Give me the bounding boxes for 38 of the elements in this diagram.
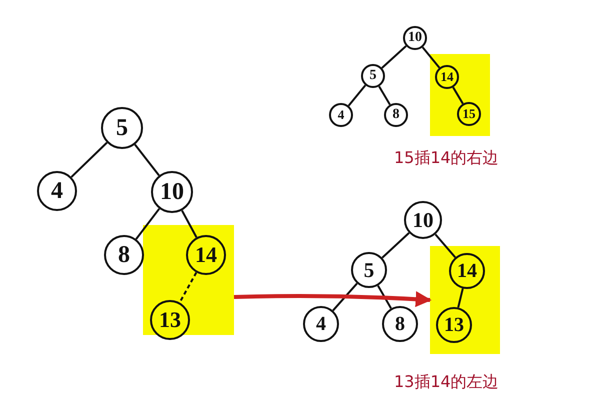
- caption-text: 15插14的右边: [394, 148, 499, 169]
- tree-node-circle: 14: [435, 65, 459, 89]
- tree-edge: [382, 232, 410, 258]
- tree-node-circle: 5: [361, 64, 385, 88]
- tree-edge: [178, 272, 198, 303]
- tree-edge: [332, 282, 358, 312]
- tree-edge: [378, 86, 391, 106]
- tree-edge: [457, 288, 464, 308]
- tree-node-circle: 14: [449, 253, 485, 289]
- tree-edge: [134, 144, 160, 176]
- tree-node-circle: 4: [303, 306, 339, 342]
- tree-node-circle: 13: [436, 307, 472, 343]
- tree-node-circle: 14: [186, 235, 226, 275]
- arrow: [234, 291, 432, 308]
- tree-node-circle: 15: [457, 102, 481, 126]
- tree-node-circle: 4: [37, 171, 77, 211]
- highlight-box: [430, 246, 500, 354]
- caption-text: 13插14的左边: [394, 372, 499, 393]
- tree-node-circle: 10: [404, 201, 442, 239]
- tree-node-circle: 10: [151, 171, 193, 213]
- tree-edge: [377, 285, 392, 309]
- tree-node-circle: 8: [382, 306, 418, 342]
- tree-edge: [70, 142, 108, 178]
- tree-node-circle: 13: [150, 300, 190, 340]
- tree-node-circle: 5: [101, 107, 143, 149]
- tree-edge: [181, 210, 198, 238]
- tree-edge: [434, 234, 456, 258]
- tree-edge: [422, 46, 440, 68]
- tree-node-circle: 8: [384, 103, 408, 127]
- highlight-box: [430, 54, 490, 136]
- tree-edge: [381, 45, 407, 69]
- tree-node-circle: 5: [351, 252, 387, 288]
- tree-node-circle: 10: [403, 26, 427, 50]
- tree-node-circle: 4: [329, 103, 353, 127]
- tree-node-circle: 8: [104, 235, 144, 275]
- tree-edge: [348, 84, 366, 106]
- tree-edge: [452, 86, 464, 104]
- tree-edge: [135, 208, 160, 240]
